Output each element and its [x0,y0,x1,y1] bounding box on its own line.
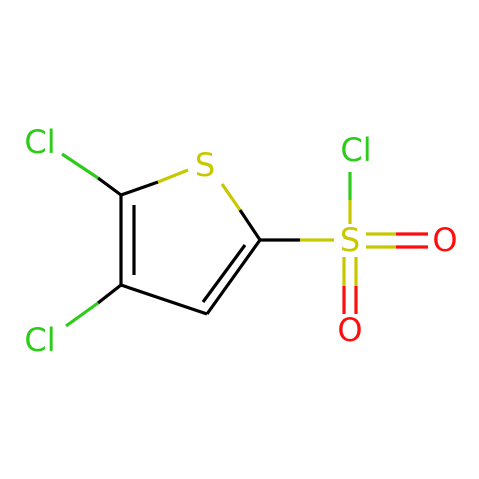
bond-c5-s1-a [120,180,159,197]
bond-c5-cl-b [61,152,99,180]
bond-s1-c2-b [238,209,262,241]
atom-cl-sulfonyl: Cl [340,131,371,169]
atom-o-right: O [432,221,457,259]
bond-c2-c3 [205,239,262,315]
bond-c4-cl-b [65,301,99,328]
atom-s-ring: S [195,146,215,184]
atom-cl-bottom-left: Cl [24,321,55,359]
bond-c2-c3-inner [201,244,247,303]
atom-cl-top-left: Cl [24,123,55,161]
bond-c5-cl [97,176,122,197]
atom-s-sulfonyl: S [340,221,360,259]
atom-o-down: O [337,311,362,349]
bond-s1-c2-a [220,183,242,211]
bond-c3-c4 [120,283,208,316]
bond-c5-s1-b [157,168,189,184]
bond-c4-cl [97,283,122,305]
